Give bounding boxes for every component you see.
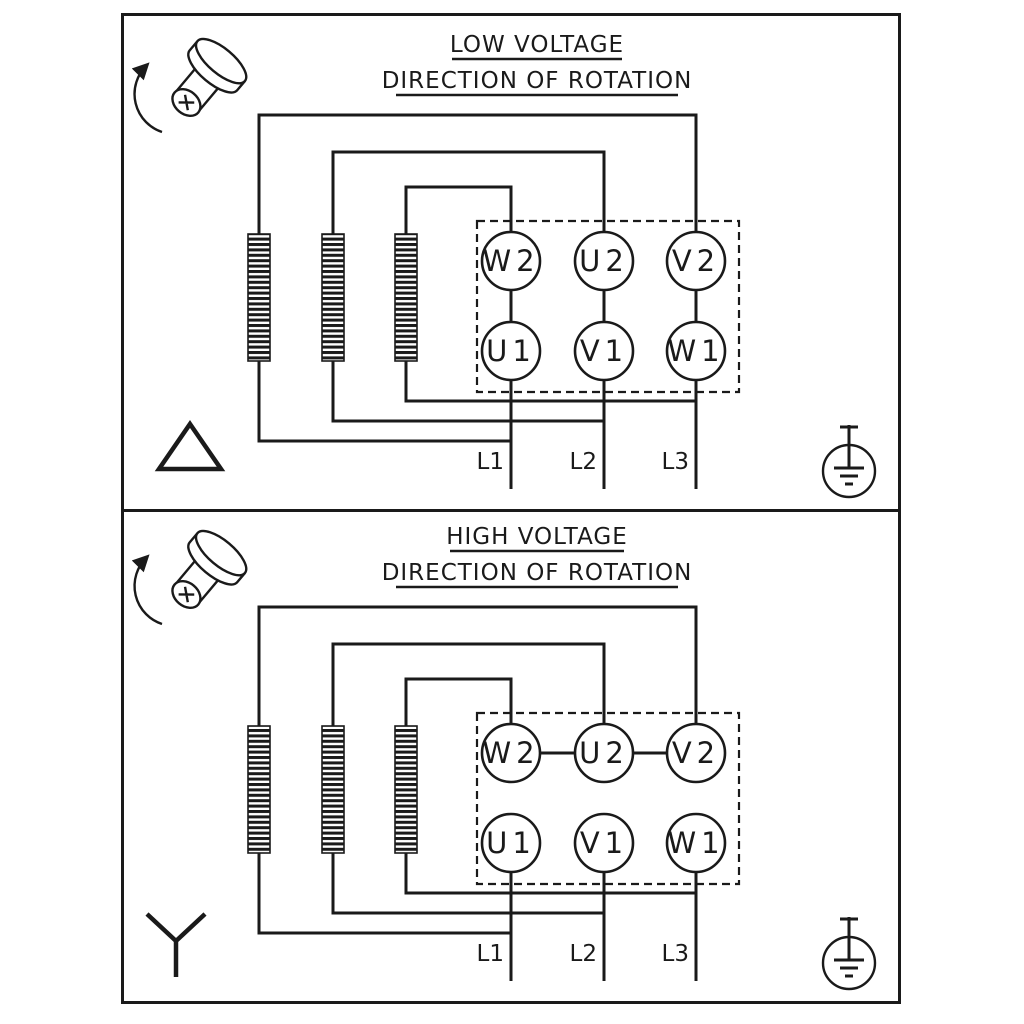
coil-wire [257, 361, 511, 443]
shaft-face-cross [178, 94, 195, 111]
winding-coil [394, 233, 418, 362]
shaft-flange-top [194, 529, 248, 577]
terminal-circle [480, 722, 542, 784]
terminal-circle [665, 722, 727, 784]
terminal-label: V2 [672, 736, 720, 770]
supply-line-label: L3 [662, 449, 689, 475]
terminal-label: W2 [482, 244, 539, 278]
ground-icon [821, 917, 877, 991]
terminal-label: U2 [579, 736, 629, 770]
star-connection-icon [145, 912, 207, 977]
supply-line-label: L3 [662, 941, 689, 967]
panel-title: HIGH VOLTAGE [446, 524, 628, 550]
terminal-circle [665, 230, 727, 292]
winding-coil [247, 233, 271, 362]
coil-wire [404, 185, 513, 234]
winding-coil [321, 233, 345, 362]
ground-icon [821, 425, 877, 499]
terminal-label: V2 [672, 244, 720, 278]
terminal-circle [665, 320, 727, 382]
terminal-circle [573, 320, 635, 382]
terminal-block: W2 U2 V2 U1 V1 W1 [475, 711, 741, 886]
ground-bars [834, 958, 864, 978]
terminal-label: V1 [580, 334, 628, 368]
coil-wire [331, 150, 606, 234]
coil-wire [404, 853, 696, 895]
terminal-label: U1 [486, 334, 536, 368]
supply-line-label: L2 [570, 449, 597, 475]
winding-coil [394, 725, 418, 854]
supply-line-label: L1 [477, 941, 504, 967]
terminal-circle [573, 722, 635, 784]
terminal-circle [573, 230, 635, 292]
delta-link [509, 290, 698, 322]
panel-subtitle: DIRECTION OF ROTATION [382, 560, 693, 586]
coil-wire [404, 361, 696, 403]
shaft-face-cross [178, 586, 195, 603]
coil-wire [331, 853, 604, 915]
terminal-label: W1 [667, 826, 724, 860]
terminal-circle [480, 812, 542, 874]
terminal-block-outline [475, 219, 741, 394]
coil-wire [257, 605, 698, 726]
coil-wire [404, 677, 513, 726]
winding-coil [321, 725, 345, 854]
terminal-circle [573, 812, 635, 874]
rotation-arrow-icon [131, 554, 163, 626]
terminal-label: V1 [580, 826, 628, 860]
coil-wire [257, 853, 511, 935]
terminal-block: W2 U2 V2 U1 V1 W1 [475, 219, 741, 394]
terminal-label: W1 [667, 334, 724, 368]
panel-high-voltage: HIGH VOLTAGE DIRECTION OF ROTATION [121, 509, 901, 1004]
terminal-circle [480, 320, 542, 382]
terminal-circle [665, 812, 727, 874]
panel-title: LOW VOLTAGE [450, 32, 624, 58]
terminal-circle [480, 230, 542, 292]
terminal-label: U2 [579, 244, 629, 278]
ground-bars [834, 466, 864, 486]
coil-wire [257, 113, 698, 234]
panel-subtitle: DIRECTION OF ROTATION [382, 68, 693, 94]
terminal-label: W2 [482, 736, 539, 770]
supply-line-label: L1 [477, 449, 504, 475]
coil-wire [331, 642, 606, 726]
shaft-flange-top [194, 37, 248, 85]
terminal-label: U1 [486, 826, 536, 860]
panel-frame [121, 509, 901, 1004]
coil-wire [331, 361, 604, 423]
panel-low-voltage: LOW VOLTAGE DIRECTION OF ROTATION [121, 13, 901, 512]
shaft-rotation-icon [131, 529, 248, 626]
supply-line-label: L2 [570, 941, 597, 967]
terminal-block-outline [475, 711, 741, 886]
shaft-rotation-icon [131, 37, 248, 134]
winding-coil [247, 725, 271, 854]
delta-connection-icon [154, 420, 226, 472]
rotation-arrow-icon [131, 62, 163, 134]
